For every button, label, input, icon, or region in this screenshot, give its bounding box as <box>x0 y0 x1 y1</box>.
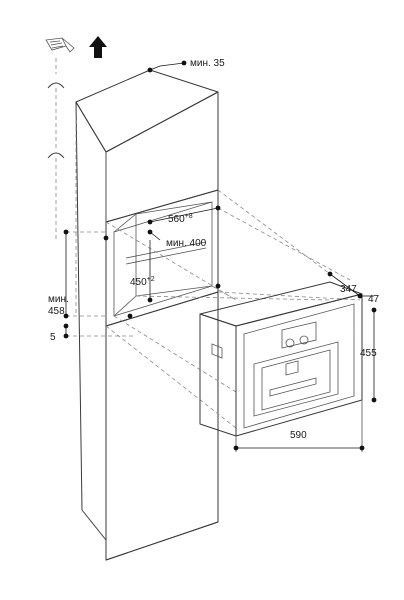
gap-label: 5 <box>50 332 56 343</box>
niche-height-value: 450 <box>130 277 147 288</box>
dimension-lines <box>65 62 375 452</box>
construction-lines <box>66 120 361 429</box>
top-clearance-label: мин. 35 <box>190 58 225 69</box>
niche-height-tolerance: +2 <box>147 276 155 283</box>
dimension-labels: мин. 35 560+8 мин. 400 450+2 мин. 458 5 … <box>48 58 380 441</box>
floor-height-label-top: мин. <box>48 294 69 305</box>
tall-cabinet <box>75 69 219 561</box>
niche-width-value: 560 <box>168 214 185 225</box>
niche-width-tolerance: +8 <box>185 213 193 220</box>
niche-depth-label: мин. 400 <box>166 238 207 249</box>
niche-width-label: 560+8 <box>168 213 193 225</box>
airflow-curve-icon <box>47 58 65 240</box>
appliance-width-label: 590 <box>290 430 307 441</box>
appliance-depth-label: 347 <box>340 284 357 295</box>
vent-grille-icon <box>45 37 75 53</box>
floor-height-label-bottom: 458 <box>48 306 65 317</box>
ventilation-arrow-icon <box>89 36 107 58</box>
appliance-height-label: 455 <box>360 348 377 359</box>
dimension-points <box>63 60 377 451</box>
niche-height-label: 450+2 <box>130 276 155 288</box>
coffee-machine <box>199 281 363 437</box>
front-depth-label: 47 <box>368 294 380 305</box>
